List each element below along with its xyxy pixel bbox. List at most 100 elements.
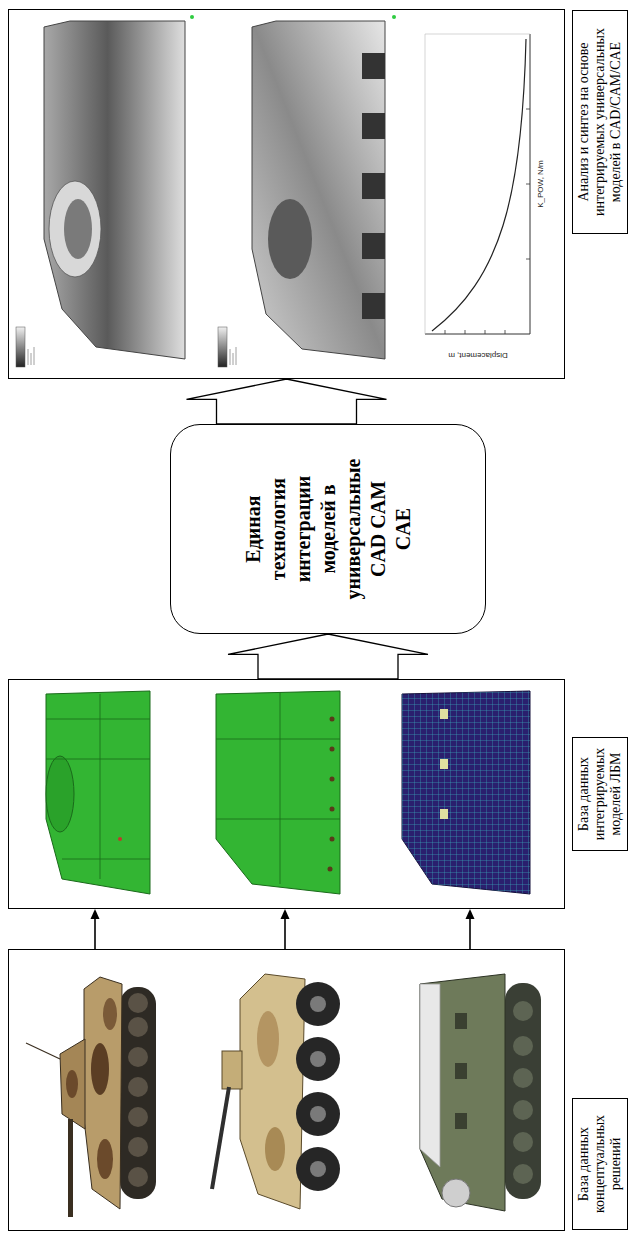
stress-zone (268, 199, 312, 279)
turret-contour (49, 181, 101, 277)
caption-text: База данных интегрируемых моделей ЛБМ (576, 744, 624, 844)
model-edges (46, 694, 150, 879)
roof (420, 984, 440, 1167)
road-wheel (128, 1047, 148, 1067)
model-hull (402, 691, 530, 894)
tracked-apc-photo (420, 974, 541, 1211)
hub (310, 996, 326, 1012)
color-bar-ticks (28, 347, 34, 365)
model-turret (46, 756, 74, 832)
mesh-detail (440, 759, 448, 769)
color-bar (16, 327, 25, 367)
camo-patch (103, 998, 117, 1030)
flow-arrow (91, 909, 100, 949)
hub (310, 1106, 326, 1122)
cutaway (362, 293, 385, 319)
arrow-head (281, 909, 290, 919)
wheel (296, 1092, 340, 1136)
road-wheel (513, 1164, 533, 1184)
integration-technology-box: Единая технология интеграции моделей в у… (170, 424, 486, 634)
analysis-synthesis-panel: Анализ и синтез на основе интегрируемых … (8, 9, 565, 379)
axis-label: Displacement, m (448, 350, 508, 360)
caption-text: База данных концептуальных решений (576, 1105, 624, 1223)
fea-result-1 (16, 15, 194, 367)
axis-triad (392, 15, 396, 19)
road-wheel (128, 1077, 148, 1097)
model-database-panel: База данных интегрируемых моделей ЛБМ (8, 679, 565, 909)
block-arrow (228, 634, 428, 679)
road-wheel (513, 1068, 533, 1088)
apc-cad-model (216, 691, 340, 894)
camo-patch (97, 1139, 113, 1179)
flow-arrow (281, 909, 290, 949)
camo-patch (257, 1011, 279, 1067)
wheel (296, 1037, 340, 1081)
displacement-plot (425, 34, 530, 334)
camo-patch (265, 1127, 285, 1171)
camo-patch (66, 1070, 78, 1098)
model-detail (328, 867, 333, 872)
cutaway (362, 53, 385, 79)
mesh-detail (440, 809, 448, 819)
antenna (26, 1043, 60, 1059)
model-hull (216, 691, 340, 894)
cutaway (362, 173, 385, 199)
road-wheel (513, 1132, 533, 1152)
model-detail (330, 747, 335, 752)
model-detail (330, 777, 335, 782)
block-arrow-shape (228, 634, 428, 679)
track (505, 983, 541, 1199)
concept-database-panel: База данных концептуальных решений (8, 949, 565, 1231)
road-wheel (128, 1167, 148, 1187)
model-detail (330, 807, 335, 812)
caption-text: Анализ и синтез на основе интегрируемых … (576, 17, 624, 227)
caption-box: База данных концептуальных решений (572, 1098, 628, 1230)
road-wheel (513, 1001, 533, 1021)
arrow-line (469, 919, 471, 949)
color-bar (218, 327, 227, 367)
camo-patch (91, 1043, 109, 1095)
hull-contour (44, 21, 185, 359)
fea-result-2 (218, 15, 396, 367)
road-wheel (128, 993, 148, 1013)
model-edges (216, 693, 340, 884)
box-text: Единая технология интеграции моделей в у… (241, 459, 416, 600)
arrow-line (284, 919, 286, 949)
turret (222, 1051, 242, 1089)
mesh-detail (440, 709, 448, 719)
hub (310, 1161, 326, 1177)
road-wheel (128, 1137, 148, 1157)
road-wheel (513, 1036, 533, 1056)
hatch (455, 1063, 467, 1079)
wheel (296, 1147, 340, 1191)
hull-contour (252, 21, 385, 359)
block-arrow (187, 379, 387, 424)
axis-triad (190, 15, 194, 19)
plot-axes (425, 34, 530, 334)
model-detail (330, 717, 335, 722)
color-bar-ticks (230, 347, 236, 365)
arrow-head (466, 909, 475, 919)
hub (310, 1051, 326, 1067)
ifv-photo (26, 977, 156, 1217)
ifv-cad-model (46, 691, 150, 894)
hatch (455, 1013, 467, 1029)
block-arrow-shape (187, 379, 387, 424)
model-detail (330, 837, 335, 842)
hull (420, 974, 505, 1211)
stress-zone (64, 199, 92, 259)
road-wheel (513, 1100, 533, 1120)
axis-label: K_POW, N/m (536, 160, 546, 208)
hull (240, 974, 305, 1209)
arrow-line (94, 919, 96, 949)
fe-mesh-model (402, 691, 530, 894)
model-marker (118, 837, 122, 841)
track (120, 987, 156, 1199)
hull (84, 977, 122, 1209)
arrow-head (91, 909, 100, 919)
model-hull (46, 691, 150, 894)
hatch (455, 1113, 467, 1129)
road-wheel (128, 1017, 148, 1037)
